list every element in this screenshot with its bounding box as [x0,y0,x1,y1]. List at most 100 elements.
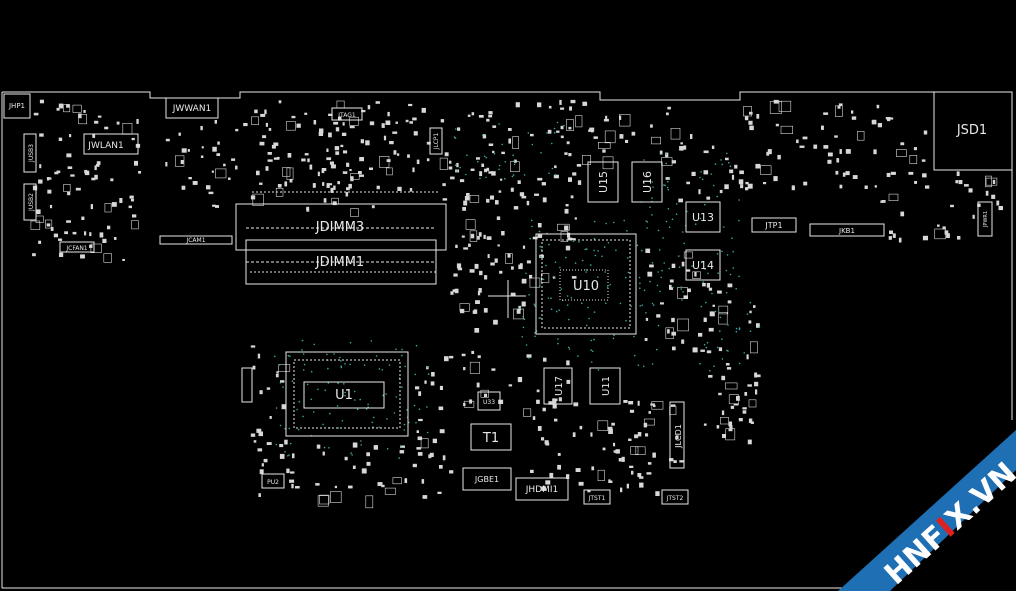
smd-part [733,403,739,406]
smd-part [38,240,42,244]
smd-part [265,166,269,171]
smd-part [318,131,324,137]
smd-part [648,411,651,414]
smd-part [526,260,531,264]
smd-part [703,317,707,322]
smd-part [621,456,625,462]
via [568,348,571,350]
smd-part [84,231,87,236]
via [371,421,374,424]
via [398,457,401,459]
smd-part [549,472,554,479]
smd-part [577,180,582,185]
smd-part [597,420,609,431]
smd-part [443,356,449,362]
via [554,277,556,279]
via [738,328,741,331]
via [282,386,284,388]
smd-part [724,157,729,161]
via [545,264,547,267]
smd-part [366,461,371,466]
smd-part [521,301,526,307]
smd-part [515,102,520,108]
smd-part [727,300,732,304]
via [456,170,459,172]
smd-part [114,237,117,240]
smd-part [517,376,523,383]
smd-part [922,173,927,178]
via [716,253,719,255]
via [572,240,575,242]
via [714,163,717,165]
via [523,174,526,176]
smd-part [361,468,367,474]
smd-part [924,185,930,189]
smd-part [469,399,473,404]
via [645,220,647,222]
via [274,355,276,358]
via [671,218,674,221]
smd-part [591,466,595,471]
smd-part [181,185,186,190]
u16-label: U16 [641,171,654,193]
dimm-slots [235,191,447,285]
via [302,415,304,418]
smd-part [544,440,549,445]
smd-part [408,103,413,107]
u33-label: U33 [483,399,495,406]
smd-part [192,181,198,185]
smd-part [665,112,669,116]
smd-part [547,129,552,134]
via [329,412,331,415]
smd-part [282,167,291,177]
smd-part [507,128,512,131]
via [414,373,417,376]
smd-part [416,447,422,450]
smd-part [827,159,832,164]
smd-part [265,122,269,127]
smd-part [628,400,634,405]
smd-part [235,128,239,132]
smd-part [369,121,375,126]
smd-part [553,174,559,179]
smd-part [335,127,340,132]
smd-part [492,125,497,128]
smd-part [712,304,715,307]
smd-part [747,439,752,445]
via [527,132,530,134]
smd-part [482,134,487,139]
via [652,304,655,306]
smd-part [385,120,391,126]
smd-part [667,106,671,110]
via [663,184,665,186]
smd-part [211,170,214,173]
smd-part [381,123,385,128]
via [597,250,599,252]
smd-part [486,118,490,122]
smd-part [556,223,570,231]
via [729,165,732,167]
smd-part [755,323,760,328]
via [395,348,397,351]
via [340,366,343,369]
via [344,363,346,365]
via [289,355,291,358]
via [370,340,373,342]
smd-part [651,136,662,145]
smd-part [286,121,296,131]
smd-part [464,196,470,201]
smd-part [909,155,918,165]
smd-part [430,381,435,386]
via [386,418,388,420]
smd-part [296,123,301,128]
via [735,330,738,333]
smd-part [255,170,260,176]
smd-part [216,153,221,157]
smd-part [985,190,989,196]
smd-part [613,450,617,453]
smd-part [839,149,842,154]
smd-part [521,195,527,199]
smd-part [46,223,51,227]
smd-part [507,253,511,258]
connectors [3,91,1013,505]
